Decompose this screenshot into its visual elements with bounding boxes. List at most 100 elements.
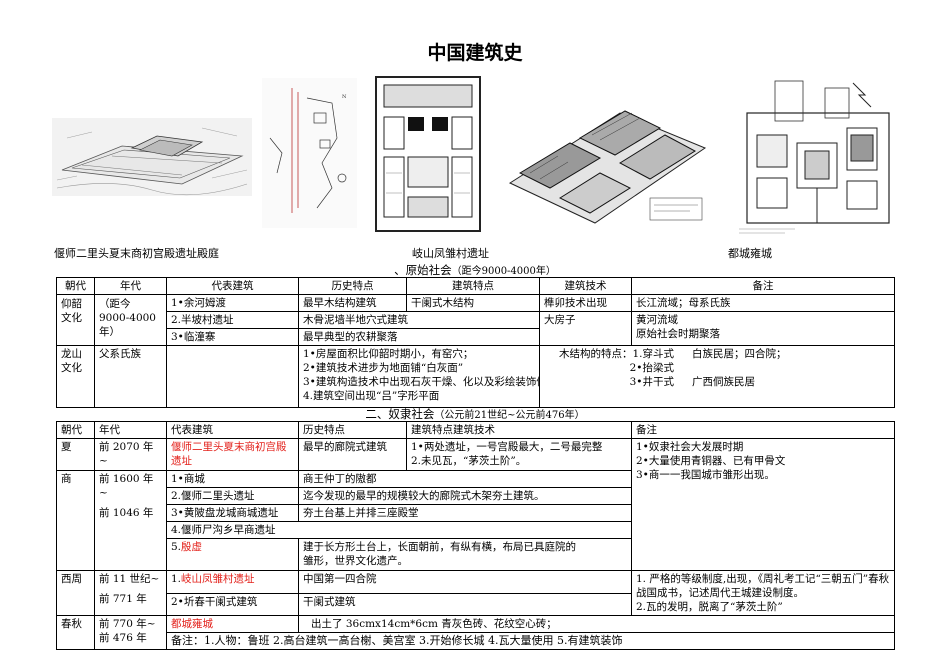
- erlitou-palace-sketch: [52, 118, 252, 196]
- xizhou-notes: 1. 严格的等级制度,出现，《周礼考工记“三朝五门”春秋战国成书，记述周代王城建…: [631, 570, 895, 616]
- table-row: 2•圻春干阑式建筑 干阑式建筑: [57, 592, 895, 616]
- xizhou-history-2: 干阑式建筑: [298, 592, 632, 616]
- header-era: 年代: [94, 277, 167, 295]
- xizhou-note-1: 1. 严格的等级制度,出现，《周礼考工记“三朝五门”春秋战国成书，记述周代王城建…: [636, 573, 890, 599]
- chunqiu-desc: 出土了 36cmx14cm*6cm 青灰色砖、花纹空心砖；: [298, 615, 895, 633]
- xia-feature-2: 2.未见瓦，“茅茨土阶”。: [411, 455, 527, 467]
- longshan-feature-1: 1•房屋面积比仰韶时期小，有窑穴；: [303, 348, 474, 360]
- slave-society-table: 朝代 年代 代表建筑 历史特点 建筑特点建筑技术 备注 夏 前 2070 年~ …: [56, 421, 895, 650]
- table-row: 备注：1.人物：鲁班 2.高台建筑一高台榭、美宫室 3.开始修长城 4.瓦大量使…: [57, 632, 895, 650]
- yangshao-history-2: 木骨泥墙半地穴式建筑: [298, 311, 540, 329]
- table-row: 夏 前 2070 年~ 偃师二里头夏末商初宫殿遗址 最早的廊院式建筑 1•两处遗…: [56, 438, 895, 571]
- table-header-row: 朝代 年代 代表建筑 历史特点 建筑特点 建筑技术 备注: [56, 277, 895, 295]
- header-note: 备注: [631, 277, 895, 295]
- longshan-building: [166, 345, 299, 408]
- xizhou-era-2: 前 771 年: [99, 593, 147, 605]
- longshan-technique-2: 2•抬梁式: [629, 362, 674, 374]
- yongcheng-plan-drawing: [735, 73, 895, 238]
- yangshao-dynasty: 仰韶文化: [56, 294, 95, 346]
- header-history: 历史特点: [298, 421, 407, 439]
- xia-note-1: 1•奴隶社会大发展时期: [636, 441, 744, 453]
- longshan-note-2: 广西侗族民居: [692, 376, 755, 388]
- shang-building-5: 5.殷虚: [166, 538, 299, 571]
- table-row: 4.偃师尸沟乡早商遗址: [57, 521, 895, 539]
- yangshao-technique-2: 大房子: [539, 311, 632, 346]
- chunqiu-era: 前 770 年~ 前 476 年: [94, 615, 167, 650]
- table-row: 5.殷虚 建于长方形土台上，长面朝前，有纵有横，布局已具庭院的 雏形，世界文化遗…: [57, 538, 895, 571]
- caption-erlitou: 偃师二里头夏末商初宫殿遗址殿庭: [54, 247, 219, 260]
- xizhou-building-1-name: 岐山凤雏村遗址: [181, 573, 255, 585]
- xia-shang-notes: 1•奴隶社会大发展时期 2•大量使用青铜器、已有甲骨文 3•商一一我国城市雏形出…: [631, 438, 895, 571]
- longshan-technique-1: 木结构的特点：1.穿斗式: [558, 348, 674, 360]
- xizhou-era: 前 11 世纪~ 前 771 年: [94, 570, 167, 616]
- xizhou-dynasty: 西周: [56, 570, 95, 616]
- shang-desc-5b: 雏形，世界文化遗产。: [303, 555, 408, 567]
- header-dynasty: 朝代: [56, 277, 95, 295]
- chunqiu-era-2: 前 476 年: [99, 632, 147, 644]
- shang-desc-5: 建于长方形土台上，长面朝前，有纵有横，布局已具庭院的 雏形，世界文化遗产。: [298, 538, 632, 571]
- yangshao-history-3: 最早典型的农耕聚落: [298, 328, 540, 346]
- yangshao-note-1: 长江流域；母系氏族: [631, 294, 895, 312]
- caption-fengchu: 岐山凤雏村遗址: [412, 247, 489, 260]
- header-feature-tech: 建筑特点建筑技术: [406, 421, 632, 439]
- chunqiu-note: 备注：1.人物：鲁班 2.高台建筑一高台榭、美宫室 3.开始修长城 4.瓦大量使…: [166, 632, 895, 650]
- yangshao-building-2: 2.半坡村遗址: [166, 311, 299, 329]
- shang-dynasty: 商: [56, 470, 95, 571]
- xia-feature-1: 1•两处遗址，一号宫殿最大，二号最完整: [411, 441, 603, 453]
- xia-dynasty: 夏: [56, 438, 95, 471]
- section1-heading-text: 、原始社会: [394, 263, 452, 277]
- shang-era-1: 前 1600 年~: [99, 473, 154, 499]
- table-header-row: 朝代 年代 代表建筑 历史特点 建筑特点建筑技术 备注: [56, 421, 895, 439]
- table-row: 龙山文化 父系氏族 1•房屋面积比仰韶时期小，有窑穴； 2•建筑技术进步为地面铺…: [56, 345, 895, 408]
- shang-building-1: 1•商城: [166, 470, 299, 488]
- shang-era-2: 前 1046 年: [99, 507, 154, 519]
- yangshao-building-1: 1•余河姆渡: [166, 294, 299, 312]
- header-feature: 建筑特点: [406, 277, 540, 295]
- chunqiu-dynasty: 春秋: [56, 615, 95, 650]
- header-building: 代表建筑: [166, 421, 299, 439]
- page-title: 中国建筑史: [427, 42, 523, 64]
- chunqiu-era-1: 前 770 年~: [99, 618, 156, 630]
- yangshao-feature-1: 干阑式木结构: [406, 294, 540, 312]
- longshan-feature-3: 3•建筑构造技术中出现石灰干燥、化以及彩绘装饰做法: [303, 376, 540, 388]
- header-building: 代表建筑: [166, 277, 299, 295]
- yangshao-era: （距今 9000-4000 年）: [94, 294, 167, 346]
- xia-building: 偃师二里头夏末商初宫殿遗址: [166, 438, 299, 471]
- shang-desc-2: 迄今发现的最早的规模较大的廊院式木架夯土建筑。: [298, 487, 632, 505]
- xizhou-note-2: 2.瓦的发明，脱离了“茅茨土阶”: [636, 601, 783, 613]
- svg-text:N: N: [342, 94, 347, 100]
- xizhou-history-1: 中国第一四合院: [298, 570, 632, 594]
- fengchu-axonometric-drawing: [500, 73, 712, 235]
- longshan-feature-2: 2•建筑技术进步为地面铺“白灰面”: [303, 362, 464, 374]
- xizhou-building-1-num: 1.: [171, 573, 182, 585]
- table-row: 仰韶文化 （距今 9000-4000 年） 1•余河姆渡 最早木结构建筑 干阑式…: [56, 294, 895, 346]
- yangshao-history-1: 最早木结构建筑: [298, 294, 407, 312]
- longshan-technique-3: 3•井干式: [629, 376, 674, 388]
- shang-building-5-num: 5.: [171, 541, 182, 553]
- longshan-feature-4: 4.建筑空间出现“吕”字形平面: [303, 390, 440, 402]
- primitive-society-table: 朝代 年代 代表建筑 历史特点 建筑特点 建筑技术 备注 仰韶文化 （距今 90…: [56, 277, 895, 408]
- shang-era: 前 1600 年~ 前 1046 年: [94, 470, 167, 571]
- section1-heading-sub: （距今9000-4000年）: [451, 266, 556, 277]
- xia-era: 前 2070 年~: [94, 438, 167, 471]
- shang-desc-5a: 建于长方形土台上，长面朝前，有纵有横，布局已具庭院的: [303, 541, 576, 553]
- header-technique: 建筑技术: [539, 277, 632, 295]
- yangshao-note-2b: 原始社会时期聚落: [636, 328, 720, 340]
- site-plan-drawing: N: [262, 78, 357, 228]
- longshan-features: 1•房屋面积比仰韶时期小，有窑穴； 2•建筑技术进步为地面铺“白灰面” 3•建筑…: [298, 345, 540, 408]
- xia-features: 1•两处遗址，一号宫殿最大，二号最完整 2.未见瓦，“茅茨土阶”。: [406, 438, 632, 471]
- caption-yongcheng: 都城雍城: [728, 247, 772, 260]
- yangshao-note-2a: 黄河流域: [636, 314, 678, 326]
- section2-heading-text: 二、奴隶社会: [365, 407, 435, 421]
- section2-heading-sub: （公元前21世纪~公元前476年）: [434, 410, 585, 421]
- xizhou-era-1: 前 11 世纪~: [99, 573, 160, 585]
- table-row: 春秋 前 770 年~ 前 476 年 都城雍城 出土了 36cmx14cm*6…: [56, 615, 895, 650]
- xizhou-building-2: 2•圻春干阑式建筑: [166, 592, 299, 616]
- shang-desc-3: 夯土台基上并排三座殿堂: [298, 504, 632, 522]
- shang-building-4: 4.偃师尸沟乡早商遗址: [166, 521, 632, 539]
- xia-note-3: 3•商一一我国城市雏形出现。: [636, 469, 775, 481]
- shang-building-5-name: 殷虚: [181, 541, 203, 553]
- section1-heading: 、原始社会（距今9000-4000年）: [56, 262, 894, 278]
- chunqiu-building: 都城雍城: [166, 615, 299, 633]
- table-row: 西周 前 11 世纪~ 前 771 年 1.岐山凤雏村遗址 中国第一四合院 1.…: [56, 570, 895, 616]
